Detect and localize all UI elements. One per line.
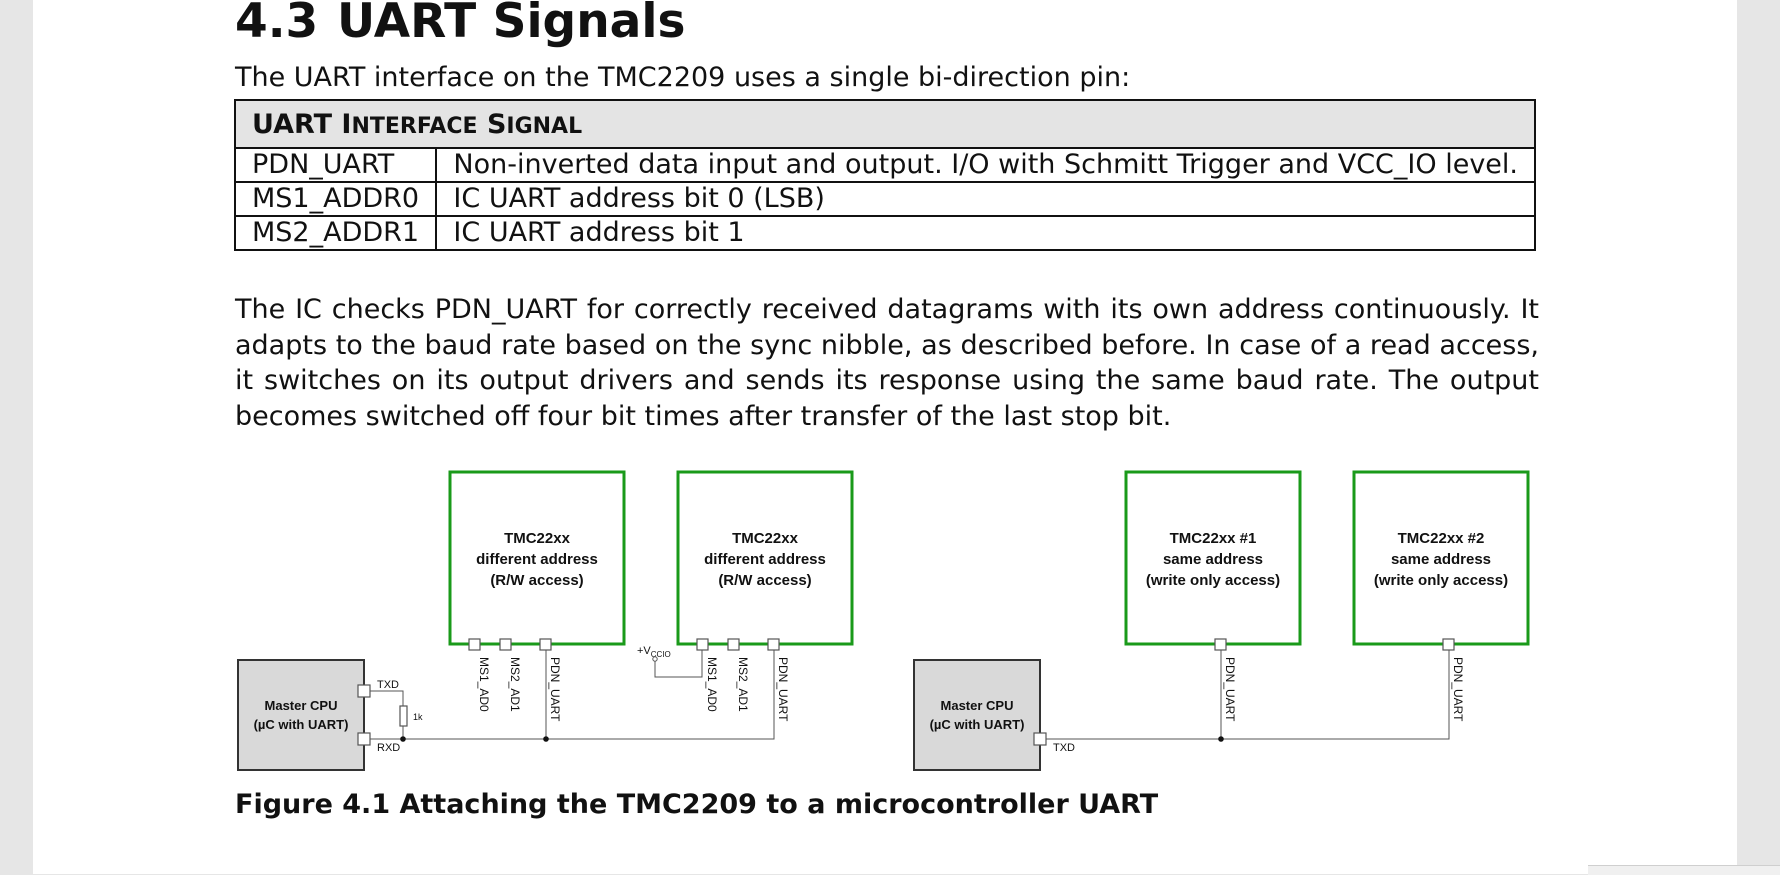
vccio-wire — [654, 650, 703, 678]
tmc22xx-chip-1 — [448, 470, 626, 646]
chip-2-address: different address — [704, 551, 826, 568]
ms1-pin — [468, 638, 481, 651]
vccio-label: +VCCIO — [637, 645, 671, 659]
header-prefix: UART — [252, 108, 342, 140]
table-row: PDN_UART Non-inverted data input and out… — [233, 147, 1536, 183]
ms1-ad0-label: MS1_AD0 — [705, 657, 719, 712]
signal-description: Non-inverted data input and output. I/O … — [435, 147, 1536, 183]
chip-2-title: TMC22xx — [732, 530, 799, 547]
ms2-ad1-label: MS2_AD1 — [736, 657, 750, 712]
chip-1-address: same address — [1163, 551, 1263, 568]
signal-description: IC UART address bit 0 (LSB) — [435, 181, 1536, 217]
uart-connection-diagram: Master CPU (µC with UART) TXD RXD 1k TMC… — [237, 470, 1530, 771]
chip-1-title: TMC22xx #1 — [1170, 530, 1257, 547]
master-cpu-block — [237, 659, 365, 771]
signal-name: MS1_ADDR0 — [233, 181, 438, 217]
chip-1-access: (write only access) — [1146, 572, 1280, 589]
signal-name: PDN_UART — [233, 147, 438, 183]
table-header: UART INTERFACE SIGNAL — [234, 99, 1536, 149]
chip-1-access: (R/W access) — [490, 572, 583, 589]
ms1-pin — [696, 638, 709, 651]
table-header-row: UART INTERFACE SIGNAL — [234, 99, 1536, 149]
header-word: INTERFACE — [341, 108, 478, 140]
section-title: UART Signals — [337, 0, 686, 49]
signal-description: IC UART address bit 1 — [435, 215, 1536, 251]
document-page: 4.3 UART Signals The UART interface on th… — [33, 0, 1737, 874]
txd-pin — [1033, 732, 1047, 746]
chip-1-address: different address — [476, 551, 598, 568]
txd-pin — [357, 684, 371, 698]
uart-bus-left — [370, 650, 775, 740]
txd-label: TXD — [1053, 742, 1075, 754]
ms2-pin — [499, 638, 512, 651]
chip-2-access: (write only access) — [1374, 572, 1508, 589]
pdn-pin — [539, 638, 552, 651]
pdn-uart-label: PDN_UART — [548, 657, 562, 722]
tmc22xx-chip-2 — [676, 470, 854, 646]
pdn-pin — [1442, 638, 1455, 651]
uart-bus-right — [1046, 650, 1450, 740]
corner-overlay — [1588, 865, 1780, 875]
pdn-uart-label: PDN_UART — [776, 657, 790, 722]
master-cpu-label: Master CPU — [941, 698, 1014, 713]
junction-dot — [1218, 736, 1224, 742]
tmc22xx-chip-2-same-address — [1352, 470, 1530, 646]
chip-2-address: same address — [1391, 551, 1491, 568]
table-row: MS2_ADDR1 IC UART address bit 1 — [233, 215, 1536, 251]
uart-signal-table: UART INTERFACE SIGNAL PDN_UART Non-inver… — [233, 99, 1536, 251]
pdn-pin — [767, 638, 780, 651]
junction-dot — [543, 736, 549, 742]
rxd-pin — [357, 732, 371, 746]
signal-name: MS2_ADDR1 — [233, 215, 438, 251]
master-cpu-sublabel: (µC with UART) — [930, 717, 1025, 732]
master-cpu-block — [913, 659, 1041, 771]
pdn-uart-label: PDN_UART — [1451, 657, 1465, 722]
chip-2-access: (R/W access) — [718, 572, 811, 589]
section-number: 4.3 — [235, 0, 319, 49]
section-heading: 4.3 UART Signals — [235, 0, 685, 50]
figure-caption: Figure 4.1 Attaching the TMC2209 to a mi… — [235, 789, 1159, 820]
resistor-label: 1k — [413, 712, 423, 722]
chip-1-title: TMC22xx — [504, 530, 571, 547]
ms2-ad1-label: MS2_AD1 — [508, 657, 522, 712]
txd-label: TXD — [377, 679, 399, 691]
pdn-uart-label: PDN_UART — [1223, 657, 1237, 722]
junction-dot — [400, 736, 406, 742]
table-row: MS1_ADDR0 IC UART address bit 0 (LSB) — [233, 181, 1536, 217]
header-word: SIGNAL — [486, 108, 583, 140]
rxd-label: RXD — [377, 742, 400, 754]
vccio-terminal — [652, 656, 658, 662]
body-paragraph: The IC checks PDN_UART for correctly rec… — [235, 294, 1539, 432]
txd-wire — [370, 690, 404, 706]
ms1-ad0-label: MS1_AD0 — [477, 657, 491, 712]
pdn-pin — [1214, 638, 1227, 651]
master-cpu-label: Master CPU — [265, 698, 338, 713]
resistor-1k — [399, 705, 408, 727]
tmc22xx-chip-1-same-address — [1124, 470, 1302, 646]
master-cpu-sublabel: (µC with UART) — [254, 717, 349, 732]
chip-2-title: TMC22xx #2 — [1398, 530, 1485, 547]
ms2-pin — [727, 638, 740, 651]
intro-text: The UART interface on the TMC2209 uses a… — [235, 62, 1131, 93]
